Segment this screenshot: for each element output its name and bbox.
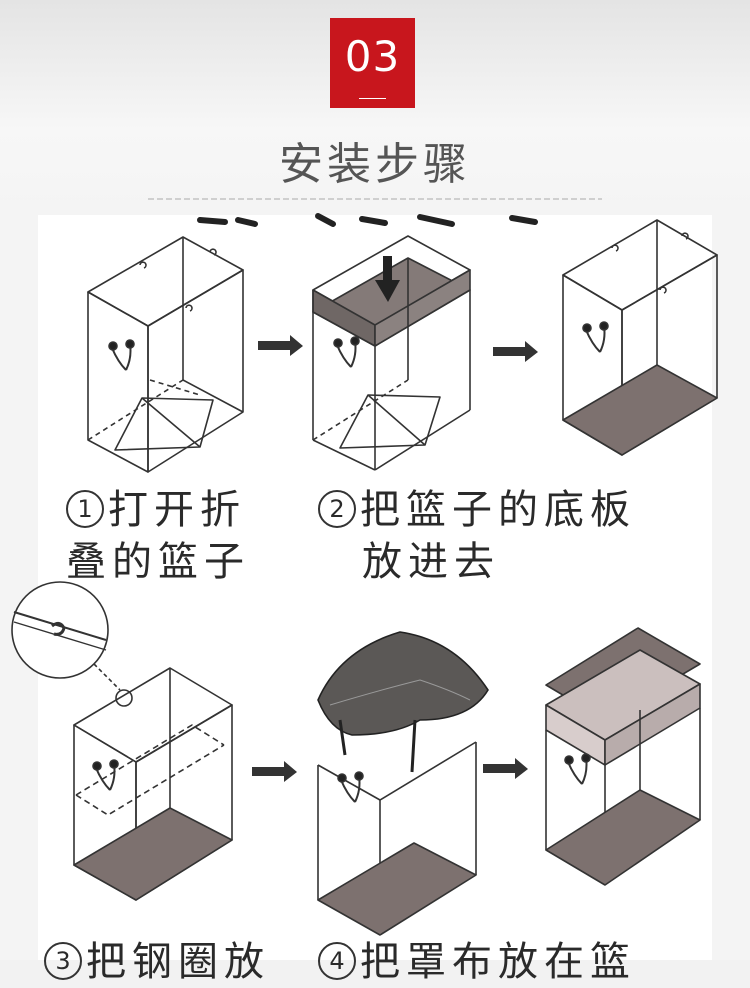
step-2-number: 2 bbox=[318, 490, 356, 528]
cropped-text-remnant bbox=[197, 213, 538, 227]
basket-step-1 bbox=[87, 236, 244, 473]
step-2-line-2: 放进去 bbox=[362, 539, 500, 585]
instruction-illustrations bbox=[11, 213, 718, 936]
detail-magnifier bbox=[11, 581, 133, 707]
step-3-number: 3 bbox=[44, 942, 82, 980]
panel-right-margin bbox=[712, 215, 750, 960]
step-3-line-1: 把钢圈放 bbox=[86, 939, 270, 985]
step-4-line-1: 把罩布放在篮 bbox=[360, 939, 636, 985]
panel-left-margin bbox=[0, 215, 38, 960]
arrow-right-icon bbox=[493, 341, 538, 362]
step-number: 03 bbox=[344, 32, 401, 81]
basket-step-2 bbox=[312, 235, 471, 471]
step-1-line-1: 打开折 bbox=[108, 487, 246, 533]
basket-step-3 bbox=[73, 667, 233, 901]
badge-underline bbox=[359, 98, 386, 99]
step-number-badge: 03 bbox=[330, 18, 415, 108]
step-2-line-1: 把篮子的底板 bbox=[360, 487, 636, 533]
arrow-right-icon bbox=[483, 758, 528, 779]
step-1-line-2: 叠的篮子 bbox=[66, 539, 250, 585]
step-1-number: 1 bbox=[66, 490, 104, 528]
basket-step-4-result bbox=[545, 627, 701, 886]
basket-step-4 bbox=[317, 631, 489, 936]
step-4-number: 4 bbox=[318, 942, 356, 980]
arrow-right-icon bbox=[252, 761, 297, 782]
basket-step-2-result bbox=[562, 219, 718, 456]
title-divider bbox=[148, 198, 602, 200]
section-title: 安装步骤 bbox=[279, 139, 471, 190]
arrow-right-icon bbox=[258, 335, 303, 356]
